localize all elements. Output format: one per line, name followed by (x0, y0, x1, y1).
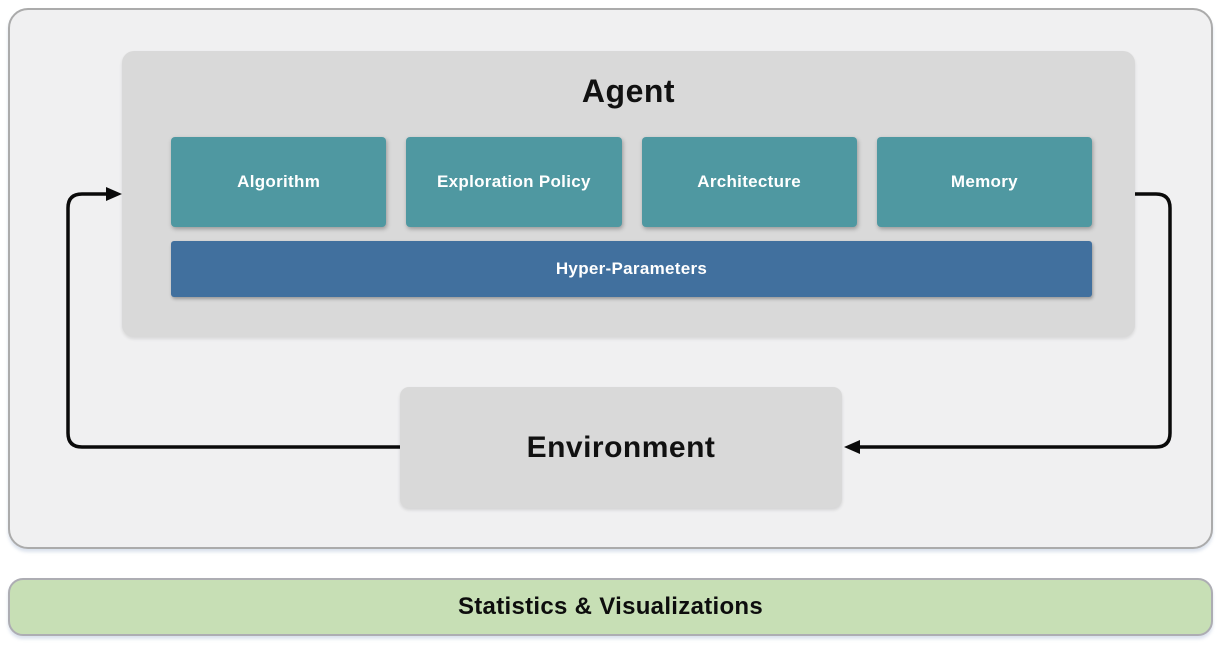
agent-components-row: Algorithm Exploration Policy Architectur… (171, 137, 1092, 227)
component-box-architecture: Architecture (641, 137, 857, 227)
statistics-bar: Statistics & Visualizations (8, 578, 1213, 636)
component-box-memory: Memory (876, 137, 1092, 227)
agent-title: Agent (581, 73, 676, 109)
component-box-exploration-policy: Exploration Policy (406, 137, 622, 227)
environment-box: Environment (400, 387, 842, 508)
agent-box: Agent Algorithm Exploration Policy Archi… (122, 51, 1135, 337)
component-box-algorithm: Algorithm (171, 137, 387, 227)
hyper-parameters-box: Hyper-Parameters (171, 241, 1092, 297)
